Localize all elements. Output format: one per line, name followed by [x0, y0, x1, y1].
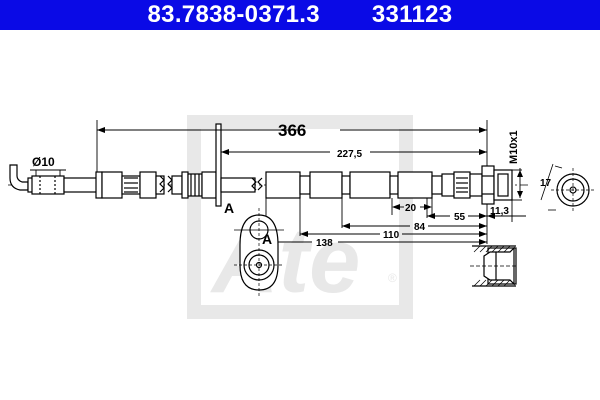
- ate-watermark: Ate ®: [187, 115, 413, 319]
- header-bar: 83.7838-0371.3 331123: [0, 0, 600, 30]
- dim-wrench-size: 17: [540, 178, 552, 189]
- part-number: 83.7838-0371.3: [147, 1, 320, 28]
- dim-overall-length: 366: [278, 121, 306, 140]
- svg-text:Ate: Ate: [210, 210, 360, 312]
- detail-marker-a: A: [262, 231, 272, 247]
- dim-20: 20: [405, 203, 417, 214]
- left-pipe-end: [9, 164, 99, 195]
- dim-227-5: 227,5: [337, 149, 362, 160]
- dim-55: 55: [454, 212, 466, 223]
- arrowheads: [97, 127, 523, 245]
- svg-text:®: ®: [388, 271, 397, 285]
- dim-11-3: 11,3: [490, 206, 509, 217]
- right-end-fitting: [481, 165, 513, 205]
- hose-fitting-bracket: [167, 123, 257, 207]
- dim-110: 110: [383, 230, 400, 241]
- dim-diameter: Ø10: [32, 155, 55, 169]
- detail-a-view: [234, 208, 284, 296]
- mounting-bracket: [215, 123, 222, 207]
- dim-84: 84: [414, 222, 426, 233]
- end-view-hex: [540, 163, 595, 212]
- section-marker-a: A: [224, 200, 234, 216]
- port-section-view: [470, 245, 518, 287]
- ref-number: 331123: [371, 1, 453, 28]
- hose-body: [257, 171, 483, 199]
- dim-thread: M10x1: [508, 130, 520, 164]
- dim-138: 138: [316, 238, 333, 249]
- hose-fitting-left: [95, 171, 165, 199]
